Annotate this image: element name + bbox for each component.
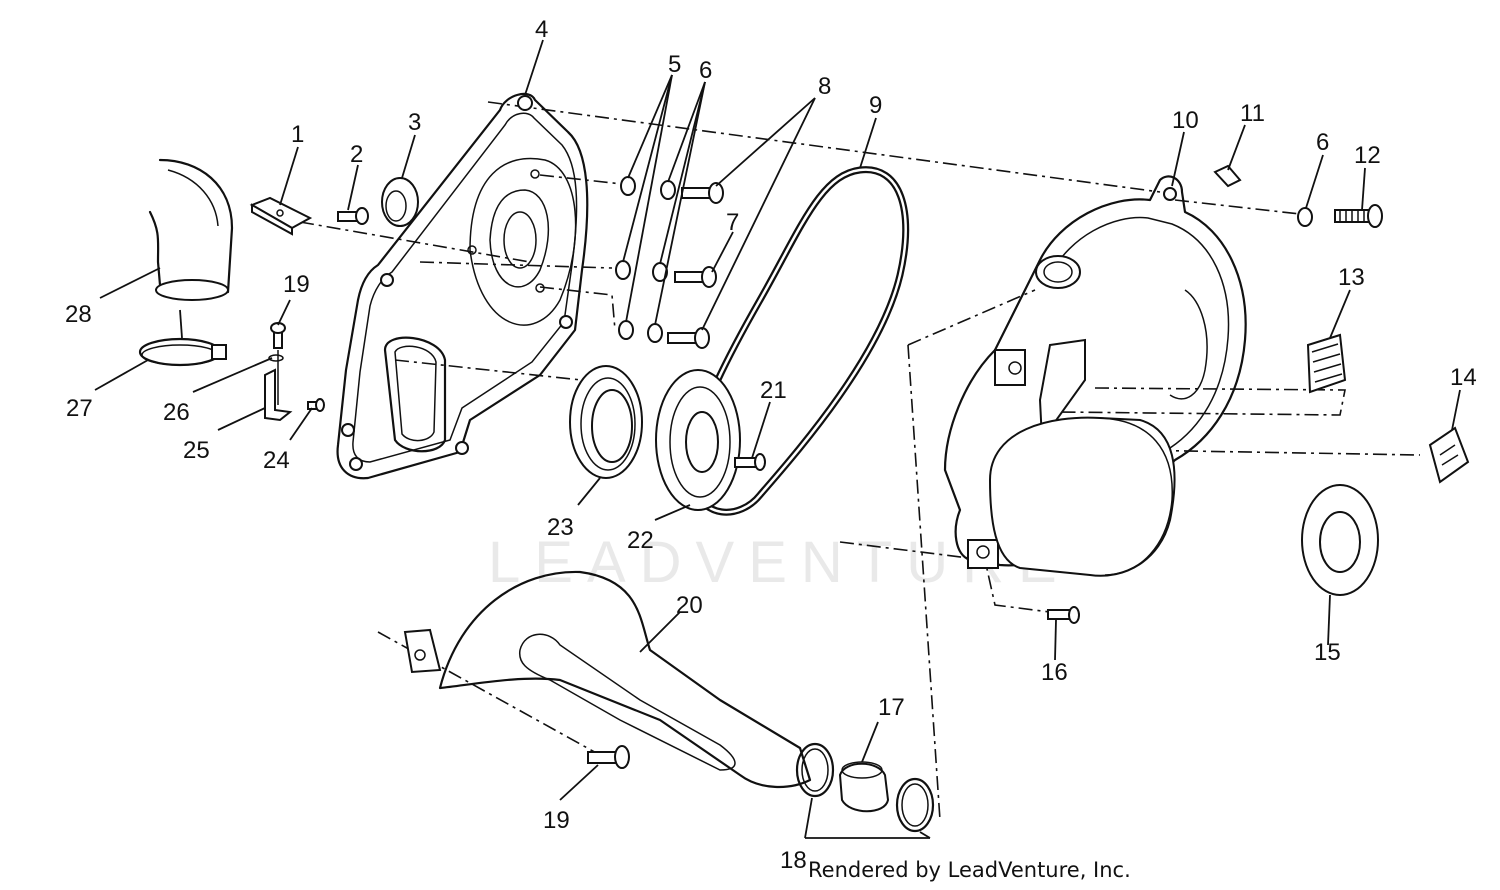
part-3-bushing [381,177,419,227]
part-10-outer-cover [943,175,1247,577]
callout-21: 21 [760,377,787,404]
callout-28: 28 [65,301,92,328]
callout-2: 2 [350,141,363,168]
part-1-bracket [249,196,313,236]
part-22-plate [655,369,741,511]
part-5-washers [615,176,636,340]
callout-24: 24 [263,447,290,474]
part-24-screw [307,398,325,412]
part-21-screw [734,453,766,471]
callout-16: 16 [1041,659,1068,686]
part-4-inner-cover [336,92,589,480]
callout-4: 4 [535,16,548,43]
alignment-lines [299,101,1421,821]
callout-1: 1 [291,121,304,148]
callout-18: 18 [780,847,807,874]
callout-10: 10 [1172,107,1199,134]
part-16-screw [1047,606,1080,624]
callout-26: 26 [163,399,190,426]
part-13-decal [1306,333,1347,394]
part-6-washer-right [1297,207,1313,227]
part-2-screw [337,207,369,225]
callout-17: 17 [878,694,905,721]
callout-11: 11 [1240,100,1265,127]
part-11-label [1213,164,1242,188]
part-15-ring [1301,484,1379,596]
callout-13: 13 [1338,264,1365,291]
callout-3: 3 [408,109,421,136]
part-19-bolt [587,745,630,769]
callout-14: 14 [1450,364,1477,391]
callout-23: 23 [547,514,574,541]
part-20-duct [403,570,812,789]
part-9-drive-belt [687,166,910,516]
watermark: LEADVENTURE [488,530,1071,595]
callout-6-right: 6 [1316,129,1329,156]
callout-8: 8 [818,73,831,100]
part-18-clamps [795,742,935,833]
callout-9: 9 [869,92,882,119]
part-7-bolt [674,266,717,288]
callout-19-top: 19 [283,271,310,298]
callout-7: 7 [726,209,739,236]
part-25-bracket [264,368,293,422]
part-28-duct-boot [148,158,234,301]
render-credit: Rendered by LeadVenture, Inc. [808,858,1131,882]
part-23-seal [569,365,643,479]
callout-6-left: 6 [699,57,712,84]
callout-22: 22 [627,527,654,554]
callout-12: 12 [1354,142,1381,169]
leader-lines [94,39,1461,839]
callouts: 1 2 3 4 5 6 6 7 8 9 10 11 12 13 14 15 16… [65,16,1477,874]
callout-19-bottom: 19 [543,807,570,834]
part-14-decal [1428,426,1470,484]
callout-5: 5 [668,51,681,78]
callout-25: 25 [183,437,210,464]
part-26-washer [268,354,284,362]
callout-27: 27 [66,395,93,422]
part-17-coupler [838,761,890,813]
part-27-hose-clamp [138,337,227,367]
callout-20: 20 [676,592,703,619]
part-12-bolt [1334,204,1383,228]
callout-15: 15 [1314,639,1341,666]
